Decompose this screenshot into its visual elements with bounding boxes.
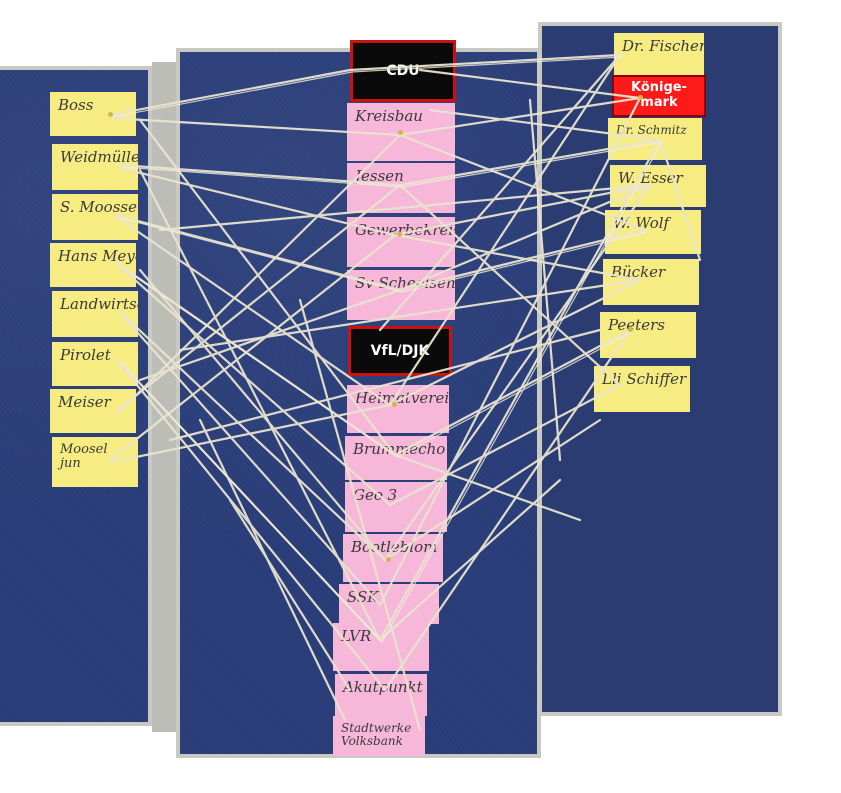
push-pin bbox=[628, 327, 633, 332]
card-right: Dr. Fischer bbox=[614, 33, 704, 75]
card-left: Meiser bbox=[50, 389, 136, 433]
push-pin bbox=[638, 95, 643, 100]
card-left: Hans Meyer bbox=[50, 243, 136, 287]
push-pin bbox=[392, 402, 397, 407]
push-pin bbox=[398, 130, 403, 135]
card-middle: Brummecho bbox=[345, 436, 447, 480]
card-right: Bücker bbox=[603, 259, 699, 305]
card-middle: Sv Scheelsen bbox=[347, 270, 455, 320]
board-frame bbox=[152, 62, 176, 732]
push-pin bbox=[386, 557, 391, 562]
card-middle: Heimatverein bbox=[347, 385, 449, 433]
card-left: Boss bbox=[50, 92, 136, 136]
vfl-label: VfL/DJK bbox=[348, 326, 452, 376]
card-left: Moosel jun bbox=[52, 437, 138, 487]
card-middle: Stadtwerke Volksbank bbox=[333, 716, 425, 756]
push-pin bbox=[397, 232, 402, 237]
card-left: Pirolet bbox=[52, 342, 138, 386]
push-pin bbox=[108, 112, 113, 117]
koenigsemark-label: Könige- mark bbox=[612, 75, 706, 117]
card-middle: Akutpunkt bbox=[335, 674, 427, 716]
card-right: Dr. Schmitz bbox=[608, 118, 702, 160]
